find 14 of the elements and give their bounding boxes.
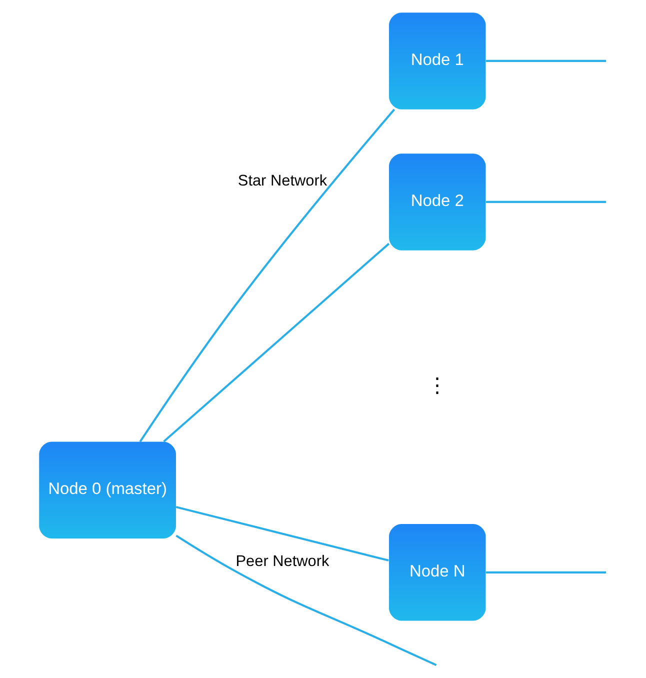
connector (163, 242, 390, 442)
connector (486, 200, 606, 203)
connector (176, 534, 437, 666)
node-box: Node 1 (389, 12, 486, 110)
connector (139, 108, 396, 442)
connector (486, 60, 606, 62)
edge-label: Star Network (238, 172, 328, 190)
node-box: Node 2 (389, 154, 486, 250)
label: ⋮ (426, 374, 448, 398)
node-box: Node N (389, 524, 486, 621)
connector (486, 571, 606, 574)
node-box: Node 0 (master) (39, 442, 176, 538)
connector (176, 506, 389, 562)
edge-label: Peer Network (236, 553, 330, 570)
